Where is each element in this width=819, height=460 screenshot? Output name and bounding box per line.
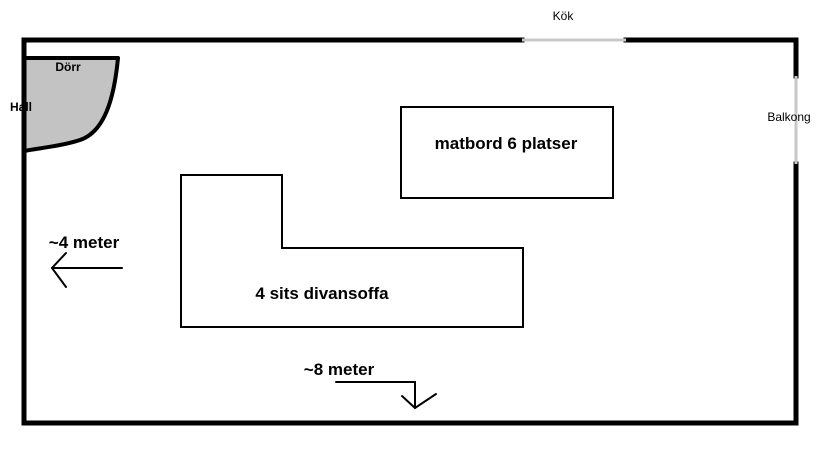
dining-table: [400, 106, 614, 199]
door-swing: [22, 56, 120, 153]
door-label: Dörr: [55, 60, 81, 74]
width-measure-label: ~4 meter: [49, 233, 120, 252]
sofa-outline: [180, 174, 524, 328]
width-arrow: [50, 252, 123, 288]
hall-label: Hall: [10, 100, 32, 114]
dining-table-label: matbord 6 platser: [435, 134, 578, 153]
balcony-label: Balkong: [767, 110, 810, 124]
sofa-label: 4 sits divansoffa: [255, 284, 389, 303]
kitchen-label: Kök: [553, 9, 575, 23]
length-measure-label: ~8 meter: [304, 360, 375, 379]
length-arrow: [335, 381, 437, 410]
outer-walls: [21, 37, 799, 426]
